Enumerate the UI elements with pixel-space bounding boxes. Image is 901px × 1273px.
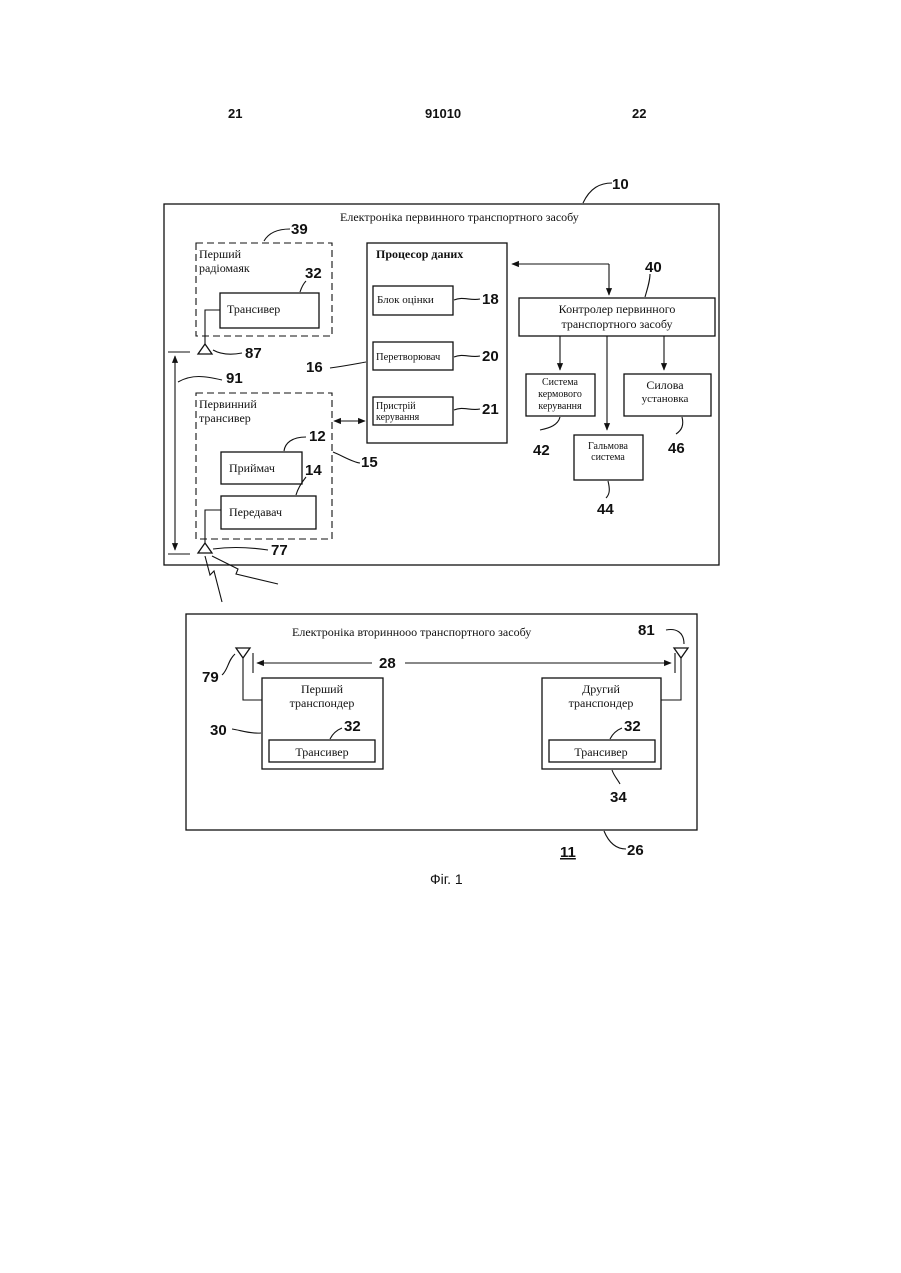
leader-32c (610, 728, 622, 739)
ref-21: 21 (482, 401, 499, 418)
steering-system-label-2: кермового (538, 389, 582, 400)
ref-15: 15 (361, 454, 378, 471)
antenna-77-icon (198, 543, 212, 553)
leader-16 (330, 362, 366, 368)
leader-40 (645, 274, 650, 297)
antenna-87-feed (205, 310, 220, 344)
first-transponder-label-1: Перший (301, 682, 344, 696)
figure-caption: Фіг. 1 (430, 871, 463, 887)
leader-79 (222, 654, 235, 675)
leader-34 (612, 770, 620, 784)
leader-14 (296, 477, 306, 495)
primary-transceiver-label-2: трансивер (199, 411, 251, 425)
receiver-label: Приймач (229, 461, 275, 475)
ref-42: 42 (533, 442, 550, 459)
primary-electronics-title: Електроніка первинного транспортного зас… (340, 210, 579, 224)
first-transceiver-label: Трансивер (295, 745, 348, 759)
ref-32-first: 32 (344, 718, 361, 735)
evaluation-block-label: Блок оцінки (377, 294, 434, 306)
ref-87: 87 (245, 345, 262, 362)
antenna-87-icon (198, 344, 212, 354)
power-unit-label-1: Силова (646, 378, 684, 392)
leader-26 (604, 831, 626, 849)
vehicle-controller-label-1: Контролер первинного (559, 302, 676, 316)
ref-40: 40 (645, 259, 662, 276)
transmitter-label: Передавач (229, 505, 282, 519)
primary-transceiver-label-1: Первинний (199, 397, 257, 411)
ref-32-beacon: 32 (305, 265, 322, 282)
secondary-electronics-title: Електроніка вториннооо транспортного зас… (292, 625, 531, 639)
radio-signal-2 (212, 556, 278, 584)
leader-39 (264, 229, 290, 241)
leader-15 (333, 452, 360, 463)
leader-77 (213, 548, 268, 550)
antenna-81-icon (674, 648, 688, 658)
control-device-label-2: керування (376, 412, 420, 423)
steering-system-label-1: Система (542, 377, 579, 388)
converter-label: Перетворювач (376, 352, 441, 363)
ref-10: 10 (612, 176, 629, 193)
ref-39: 39 (291, 221, 308, 238)
first-transponder-label-2: транспондер (290, 696, 355, 710)
leader-12 (284, 437, 306, 451)
leader-46 (676, 417, 683, 434)
leader-91 (178, 377, 222, 383)
leader-87 (213, 350, 242, 354)
first-beacon-label-2: радіомаяк (199, 261, 250, 275)
first-beacon-label-1: Перший (199, 247, 242, 261)
ref-34: 34 (610, 789, 627, 806)
brake-system-label-1: Гальмова (588, 441, 629, 452)
leader-30 (232, 729, 261, 733)
leader-44 (606, 481, 609, 498)
leader-32b (330, 728, 342, 739)
radio-signal-1 (205, 556, 222, 602)
ref-12: 12 (309, 428, 326, 445)
leader-42 (540, 417, 560, 430)
ref-20: 20 (482, 348, 499, 365)
second-transponder-label-1: Другий (582, 682, 620, 696)
antenna-81-feed (661, 658, 681, 700)
ref-26: 26 (627, 842, 644, 859)
brake-system-label-2: система (591, 452, 625, 463)
antenna-77-feed (205, 510, 221, 543)
control-device-label-1: Пристрій (376, 401, 416, 412)
second-transponder-label-2: транспондер (569, 696, 634, 710)
steering-system-label-3: керування (538, 401, 582, 412)
ref-79: 79 (202, 669, 219, 686)
leader-81 (666, 630, 684, 644)
ref-77: 77 (271, 542, 288, 559)
leader-32a (300, 281, 306, 292)
leader-21 (454, 408, 480, 410)
ref-91: 91 (226, 370, 243, 387)
ref-28: 28 (379, 655, 396, 672)
data-processor-label: Процесор даних (376, 247, 463, 261)
ref-16: 16 (306, 359, 323, 376)
ref-32-second: 32 (624, 718, 641, 735)
beacon-transceiver-label: Трансивер (227, 302, 280, 316)
leader-18 (454, 298, 480, 300)
leader-20 (454, 355, 480, 357)
ref-14: 14 (305, 462, 322, 479)
ref-81: 81 (638, 622, 655, 639)
ref-11: 11 (560, 844, 576, 861)
ref-30: 30 (210, 722, 227, 739)
leader-10 (583, 183, 612, 203)
power-unit-label-2: установка (642, 393, 689, 405)
ref-46: 46 (668, 440, 685, 457)
vehicle-controller-label-2: транспортного засобу (561, 317, 672, 331)
second-transceiver-label: Трансивер (574, 745, 627, 759)
antenna-79-icon (236, 648, 250, 658)
ref-18: 18 (482, 291, 499, 308)
ref-44: 44 (597, 501, 614, 518)
